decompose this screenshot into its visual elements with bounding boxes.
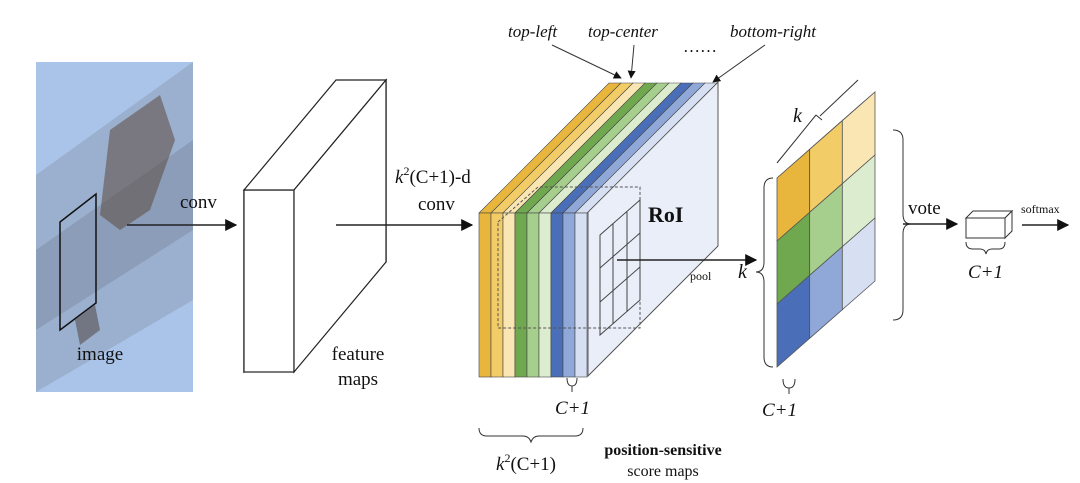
bottom-right-arrow (712, 44, 766, 83)
feature-maps-box (242, 78, 388, 374)
pooled-cube (776, 91, 876, 368)
score-map-layer (550, 212, 564, 378)
feature-maps-label-2: maps (338, 369, 378, 390)
ellipsis-label: …… (683, 37, 717, 56)
c1-out-label: C+1 (968, 262, 1003, 283)
output-vector-box (964, 209, 1014, 240)
score-map-layer (502, 212, 516, 378)
score-map-layer (514, 212, 528, 378)
k2c1-label: k2(C+1) (496, 451, 556, 475)
kconv-label: k2(C+1)-d (395, 164, 471, 188)
score-map-layer (490, 212, 504, 378)
bottom-right-label: bottom-right (730, 22, 817, 41)
top-center-label: top-center (588, 22, 658, 41)
c1-vote-brace (782, 378, 796, 394)
c1-stack-label: C+1 (555, 398, 590, 419)
c1-out-brace (965, 241, 1006, 255)
c1-vote-label: C+1 (762, 400, 797, 421)
vote-label: vote (908, 198, 941, 219)
k-left-label: k (738, 261, 748, 283)
k-left-brace (755, 177, 774, 368)
feature-maps-label-1: feature (332, 344, 385, 365)
conv-label: conv (180, 192, 217, 213)
kconv-conv-label: conv (418, 194, 455, 215)
position-sensitive-title: position-sensitive (604, 442, 721, 459)
score-maps-subtitle: score maps (627, 463, 699, 480)
roi-label: RoI (648, 202, 683, 227)
softmax-label: softmax (1021, 202, 1060, 216)
pool-label: pool (690, 269, 712, 283)
c1-stack-brace (566, 377, 578, 392)
horse-rider-shape (100, 95, 175, 230)
score-map-layer (478, 212, 492, 378)
score-map-layer (526, 212, 540, 378)
k-top-label: k (793, 105, 803, 127)
top-left-label: top-left (508, 22, 558, 41)
score-map-layer (562, 212, 576, 378)
score-map-layer (538, 212, 552, 378)
top-left-arrow (551, 44, 622, 79)
roi-box (59, 192, 97, 332)
vote-bracket (892, 129, 912, 321)
score-maps-stack (478, 80, 719, 378)
score-map-layer (574, 212, 588, 378)
k2c1-brace (478, 427, 584, 444)
top-center-arrow (627, 44, 636, 79)
pooled-cell (841, 217, 876, 311)
k-top-brace (776, 79, 859, 164)
image-label: image (77, 344, 123, 365)
input-image: image (36, 62, 193, 392)
roi-grid (599, 198, 641, 337)
